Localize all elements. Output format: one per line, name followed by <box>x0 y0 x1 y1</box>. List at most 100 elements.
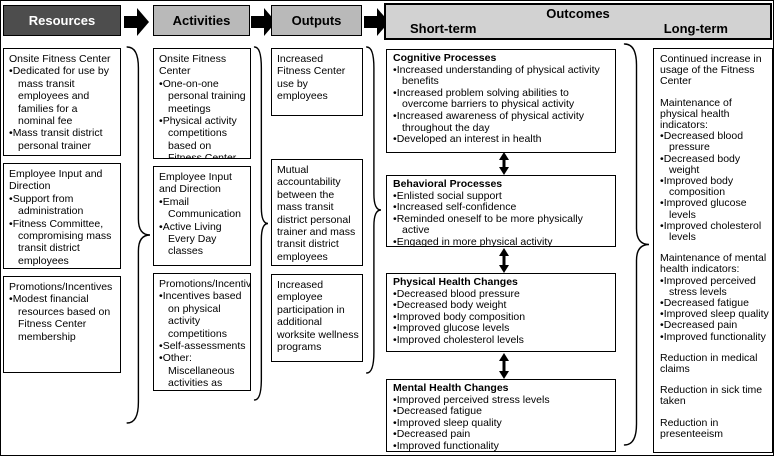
bullet-item: Improved functionality <box>393 440 611 451</box>
long-term-section: Maintenance of physical health indicator… <box>660 96 769 244</box>
outputs-box: Mutual accountability between the mass t… <box>271 159 363 266</box>
outputs-column: Increased Fitness Center use by employee… <box>271 1 363 455</box>
bullet-item: Modest financial resources based on Fitn… <box>9 293 117 343</box>
resources-header: Resources <box>3 5 121 36</box>
long-term-text: Maintenance of mental health indicators: <box>660 252 767 276</box>
outputs-header-label: Outputs <box>291 13 342 28</box>
outcomes-header-label: Outcomes <box>546 6 610 21</box>
box-text: Increased employee participation in addi… <box>277 279 359 354</box>
outcomes-subheader: Short-term Long-term <box>386 21 770 36</box>
bullet-item: Improved glucose levels <box>393 323 611 335</box>
bullet-item: Decreased body weight <box>393 300 611 312</box>
bullet-item: Increased problem solving abilities to o… <box>393 87 611 111</box>
bullet-item: Increased understanding of physical acti… <box>393 64 611 88</box>
bullet-item: Enlisted social support <box>393 190 611 203</box>
short-term-column: Cognitive ProcessesIncreased understandi… <box>386 1 616 455</box>
resources-box: Onsite Fitness CenterDedicated for use b… <box>3 48 121 156</box>
bullet-item: Increased self-confidence <box>393 202 611 214</box>
long-term-text: Reduction in sick time taken <box>660 384 763 408</box>
long-term-section: Reduction in medical claims <box>660 351 769 376</box>
bullet-item: Decreased blood pressure <box>660 131 769 154</box>
box-title: Promotions/Incentives <box>159 278 251 290</box>
activities-column: Onsite Fitness CenterOne-on-one personal… <box>153 1 251 455</box>
short-term-box: Mental Health ChangesImproved perceived … <box>386 379 616 452</box>
bullet-item: Improved perceived stress levels <box>393 394 611 407</box>
bullet-list: Decreased blood pressureDecreased body w… <box>660 131 769 243</box>
long-term-section: Maintenance of mental health indicators:… <box>660 253 769 343</box>
bullet-item: Improved perceived stress levels <box>660 275 769 298</box>
right-arrow-icon <box>364 8 389 36</box>
short-term-label: Short-term <box>410 21 477 36</box>
short-term-box: Behavioral ProcessesEnlisted social supp… <box>386 175 616 247</box>
bullet-item: Decreased blood pressure <box>393 288 611 301</box>
double-arrow-icon <box>499 353 509 379</box>
bullet-item: Decreased body weight <box>660 153 769 176</box>
long-term-text: Reduction in presenteeism <box>660 416 724 440</box>
bullet-item: Engaged in more physical activity <box>393 236 611 246</box>
right-arrow-icon <box>251 8 276 36</box>
bullet-item: Incentives based on physical activity co… <box>159 290 247 340</box>
long-term-text: Continued increase in usage of the Fitne… <box>660 53 762 88</box>
bullet-item: Improved body composition <box>393 311 611 324</box>
bullet-item: Decreased fatigue <box>393 406 611 418</box>
box-title: Mental Health Changes <box>393 382 509 394</box>
bullet-item: Fitness Committee, compromising mass tra… <box>9 218 117 268</box>
bullet-item: Physical activity competitions based on … <box>159 115 247 158</box>
bullet-list: Enlisted social supportIncreased self-co… <box>393 190 611 246</box>
bullet-list: Modest financial resources based on Fitn… <box>9 293 117 343</box>
bullet-item: Mass transit district personal trainer <box>9 127 117 152</box>
box-text: Mutual accountability between the mass t… <box>277 164 356 263</box>
short-term-box: Cognitive ProcessesIncreased understandi… <box>386 49 616 153</box>
short-term-box: Physical Health ChangesDecreased blood p… <box>386 273 616 352</box>
bullet-item: Improved body composition <box>660 175 769 198</box>
resources-column: Onsite Fitness CenterDedicated for use b… <box>3 1 121 455</box>
box-title: Onsite Fitness Center <box>159 53 227 78</box>
long-term-text: Reduction in medical claims <box>660 351 758 376</box>
double-arrow-icon <box>499 248 509 273</box>
bullet-item: Improved sleep quality <box>660 309 769 320</box>
box-title: Employee Input and Direction <box>159 171 232 196</box>
long-term-section: Reduction in presenteeism <box>660 416 769 440</box>
bullet-item: Increased awareness of physical activity… <box>393 110 611 134</box>
bullet-item: Support from administration <box>9 193 117 218</box>
outputs-box: Increased employee participation in addi… <box>271 274 363 362</box>
outcomes-header: Outcomes Short-term Long-term <box>384 3 772 40</box>
box-title: Cognitive Processes <box>393 52 497 64</box>
brace-shortterm-to-longterm <box>623 43 650 446</box>
brace-outputs-to-outcomes <box>366 46 382 374</box>
box-title: Employee Input and Direction <box>9 168 103 193</box>
bullet-item: Active Living Every Day classes <box>159 221 247 258</box>
long-term-section: Continued increase in usage of the Fitne… <box>660 53 769 88</box>
bullet-list: Improved perceived stress levelsDecrease… <box>660 275 769 343</box>
activities-box: Employee Input and DirectionEmail Commun… <box>153 166 251 266</box>
bullet-item: One-on-one personal training meetings <box>159 78 247 115</box>
bullet-list: Increased understanding of physical acti… <box>393 64 611 146</box>
long-term-section: Reduction in sick time taken <box>660 384 769 408</box>
resources-box: Promotions/IncentivesModest financial re… <box>3 276 121 373</box>
bullet-item: Decreased pain <box>660 320 769 331</box>
box-title: Behavioral Processes <box>393 178 503 190</box>
long-term-label: Long-term <box>663 21 728 36</box>
bullet-list: One-on-one personal training meetingsPhy… <box>159 78 247 158</box>
outputs-header: Outputs <box>271 5 362 36</box>
bullet-list: Email CommunicationActive Living Every D… <box>159 196 247 258</box>
outputs-box: Increased Fitness Center use by employee… <box>271 48 363 116</box>
bullet-item: Self-assessments <box>159 340 247 352</box>
bullet-item: Reminded oneself to be more physically a… <box>393 213 611 237</box>
bullet-item: Email Communication <box>159 196 247 221</box>
bullet-list: Decreased blood pressureDecreased body w… <box>393 288 611 347</box>
bullet-item: Improved cholesterol levels <box>393 334 611 347</box>
box-title: Promotions/Incentives <box>9 281 113 293</box>
brace-resources-to-activities <box>126 46 151 424</box>
bullet-item: Decreased fatigue <box>660 297 769 309</box>
long-term-text: Maintenance of physical health indicator… <box>660 96 732 132</box>
bullet-item: Improved functionality <box>660 331 769 343</box>
bullet-list: Improved perceived stress levelsDecrease… <box>393 394 611 451</box>
double-arrow-icon <box>499 152 509 175</box>
bullet-item: Improved cholesterol levels <box>660 220 769 243</box>
bullet-item: Dedicated for use by mass transit employ… <box>9 65 117 127</box>
activities-header: Activities <box>153 5 250 36</box>
bullet-item: Decreased pain <box>393 429 611 441</box>
right-arrow-icon <box>124 8 149 36</box>
